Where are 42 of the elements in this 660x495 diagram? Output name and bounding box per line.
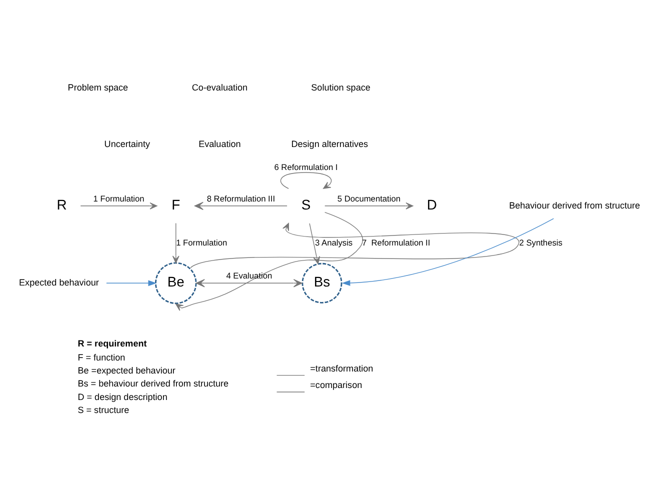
arrow: [280, 172, 332, 188]
label: Evaluation: [198, 138, 241, 149]
label: Solution space: [311, 82, 370, 92]
legend-label: =comparison: [310, 380, 362, 390]
label: Bs = behaviour derived from structure: [78, 378, 229, 388]
node-text: Behaviour derived from structure: [509, 200, 640, 210]
node-text: Expected behaviour: [19, 277, 99, 288]
edge-label: 7 Reformulation II: [362, 236, 430, 247]
node-text: S: [301, 196, 311, 212]
legend-label: =transformation: [310, 362, 374, 373]
node-circle: Be: [155, 262, 197, 304]
arrow: [324, 202, 414, 209]
arrow: [172, 222, 180, 263]
edge-label: 2 Synthesis: [519, 236, 562, 247]
label: Co-evaluation: [192, 82, 248, 92]
arrow: [80, 202, 158, 209]
arrow: [106, 280, 157, 286]
arrow: [190, 222, 519, 268]
label: Uncertainty: [104, 138, 150, 149]
edge-label: 6 Reformulation I: [274, 162, 338, 172]
edge-label: 1 Formulation: [176, 236, 228, 247]
edge-label: 3 Analysis: [315, 236, 353, 247]
label: S = structure: [78, 404, 130, 415]
label: R = requirement: [78, 338, 147, 348]
node-text: R: [56, 196, 67, 212]
edge-label: 1 Formulation: [93, 192, 144, 203]
edge-label: 8 Reformulation III: [206, 192, 276, 203]
node-text: F: [172, 196, 180, 212]
edge-label: 5 Documentation: [337, 192, 401, 203]
arrow: [309, 222, 320, 264]
arrow: [194, 201, 288, 210]
label: D = design description: [78, 391, 168, 402]
node-text: D: [426, 196, 437, 212]
arrow: [196, 278, 302, 287]
arrow: [342, 218, 554, 286]
label: Be =expected behaviour: [78, 365, 176, 376]
label: Design alternatives: [291, 138, 368, 149]
arrow: [176, 211, 364, 310]
edge-label: 4 Evaluation: [226, 270, 272, 280]
label: F = function: [78, 352, 126, 362]
label: Problem space: [68, 82, 128, 92]
node-circle: Bs: [302, 262, 342, 303]
